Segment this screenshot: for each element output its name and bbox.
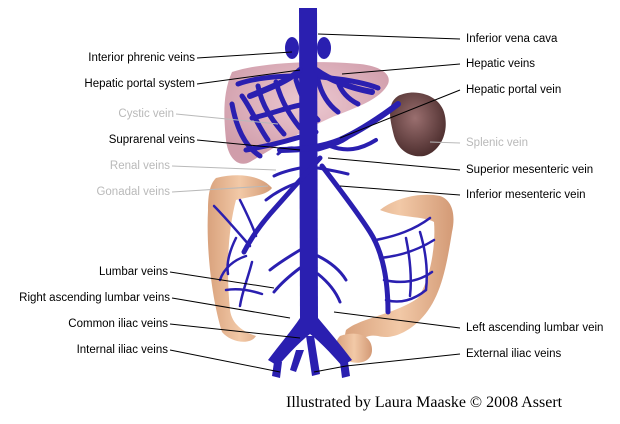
interior-phrenic-veins: [285, 37, 331, 59]
label-inferior-vena-cava: Inferior vena cava: [466, 33, 558, 45]
label-hepatic-portal-system: Hepatic portal system: [84, 78, 195, 90]
label-splenic-vein: Splenic vein: [466, 137, 529, 149]
label-suprarenal-veins: Suprarenal veins: [108, 134, 195, 146]
renal-and-gonadal-veins: [264, 132, 354, 202]
label-external-iliac-veins: External iliac veins: [466, 348, 562, 360]
inferior-mesenteric-vein: [319, 163, 391, 315]
label-superior-mesenteric-vein: Superior mesenteric vein: [466, 164, 594, 176]
lumbar-veins: [268, 248, 348, 304]
right-colic-branches: [212, 198, 264, 308]
iliac-veins: [268, 318, 352, 378]
label-hepatic-portal-vein: Hepatic portal vein: [466, 84, 562, 96]
label-internal-iliac-veins: Internal iliac veins: [76, 344, 168, 356]
label-hepatic-veins: Hepatic veins: [466, 58, 536, 70]
label-renal-veins: Renal veins: [109, 160, 170, 172]
illustrator-credit: Illustrated by Laura Maaske © 2008 Asser…: [286, 394, 563, 411]
label-gonadal-veins: Gonadal veins: [96, 186, 170, 198]
label-right-ascending-lumbar-veins: Right ascending lumbar veins: [19, 292, 170, 304]
left-colic-branches: [374, 216, 436, 303]
label-inferior-mesenteric-vein: Inferior mesenteric vein: [466, 189, 586, 201]
label-left-ascending-lumbar-vein: Left ascending lumbar vein: [466, 322, 604, 334]
hepatic-veins: [247, 67, 375, 99]
inferior-vena-cava: [299, 8, 318, 320]
leader-lines: [169, 33, 461, 373]
label-common-iliac-veins: Common iliac veins: [68, 318, 168, 330]
spleen: [390, 92, 446, 157]
superior-mesenteric-vein: [241, 155, 323, 255]
label-lumbar-veins: Lumbar veins: [98, 266, 168, 278]
label-interior-phrenic-veins: Interior phrenic veins: [88, 52, 195, 64]
splenic-vein: [328, 138, 378, 152]
label-cystic-vein: Cystic vein: [118, 108, 174, 120]
